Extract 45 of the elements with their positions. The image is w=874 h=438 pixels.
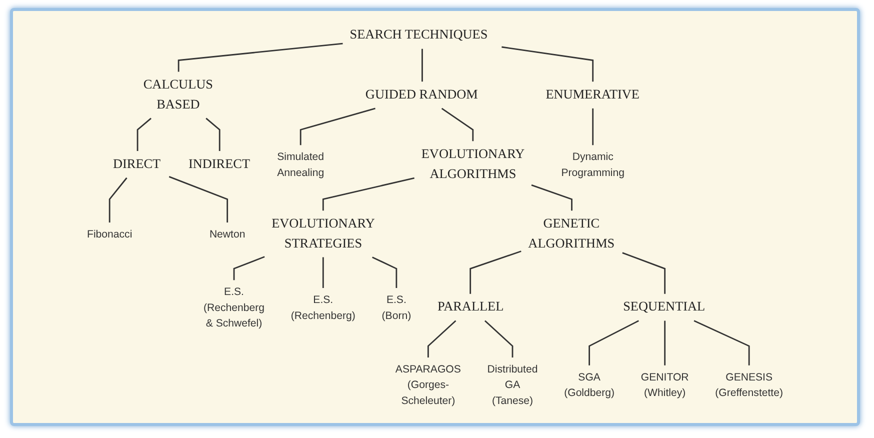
- node-text: DIRECT: [112, 157, 161, 172]
- connector: [108, 177, 128, 222]
- connector: [233, 256, 265, 280]
- node-text: GENETIC ALGORITHMS: [528, 216, 615, 251]
- node-text: Simulated Annealing: [277, 150, 324, 179]
- node-text: E.S. (Rechenberg): [290, 293, 356, 322]
- node-text: PARALLEL: [437, 300, 504, 314]
- node-text: GUIDED RANDOM: [365, 88, 478, 102]
- node-text: SGA (Goldberg): [564, 370, 615, 399]
- diagram-panel: SEARCH TECHNIQUES CALCULUS BASED GUIDED RANDOM ENUMERATIVE DIRECT INDIRECT Fibonacci Newton Simulated Annealing EVOLUTIONARY ALGORITHMS Dynamic Programming EVOLUTIONARY STRATEGIES GENETIC ALGORITHMS E.S. (Rechenberg & Schwefel) E.S. (Rechenberg) E.S. (Born) PARALLEL SEQUENTIAL ASPARAGOS (Gorges- Scheleuter) Distributed GA (Tanese) SGA (Goldberg) GENITOR (Whitley) GENESIS (Greffenstette): [10, 8, 860, 426]
- node-text: E.S. (Rechenberg & Schwefel): [204, 285, 265, 330]
- node-text: EVOLUTIONARY ALGORITHMS: [421, 147, 525, 182]
- node-text: SEARCH TECHNIQUES: [350, 28, 488, 42]
- node-text: Dynamic Programming: [561, 150, 625, 179]
- connector: [168, 176, 228, 222]
- connector: [206, 118, 220, 152]
- connector: [136, 118, 152, 152]
- connector: [322, 257, 324, 288]
- node-text: SEQUENTIAL: [623, 300, 706, 314]
- node-text: INDIRECT: [188, 157, 250, 172]
- connector: [588, 320, 639, 366]
- node-text: GENESIS (Greffenstette): [715, 370, 783, 399]
- node-text: Fibonacci: [87, 228, 132, 240]
- connector: [427, 320, 456, 358]
- node-text: ASPARAGOS (Gorges- Scheleuter): [395, 362, 461, 407]
- node-text: Newton: [209, 228, 246, 240]
- connector: [664, 320, 666, 366]
- connector: [622, 252, 666, 294]
- connector: [694, 320, 750, 366]
- node-text: E.S. (Born): [382, 293, 412, 322]
- node-text: CALCULUS BASED: [143, 78, 214, 112]
- connector: [441, 108, 474, 142]
- connector: [470, 250, 522, 294]
- connector: [592, 108, 594, 146]
- node-text: EVOLUTIONARY STRATEGIES: [272, 216, 375, 251]
- connector: [484, 320, 514, 358]
- connector: [178, 42, 343, 72]
- node-text: Distributed GA (Tanese): [487, 362, 538, 407]
- connector: [502, 46, 594, 82]
- node-text: GENITOR (Whitley): [640, 370, 689, 399]
- connector: [300, 108, 376, 146]
- node-text: ENUMERATIVE: [546, 88, 640, 102]
- connector: [422, 48, 423, 82]
- connector: [322, 177, 414, 211]
- connector: [531, 184, 572, 211]
